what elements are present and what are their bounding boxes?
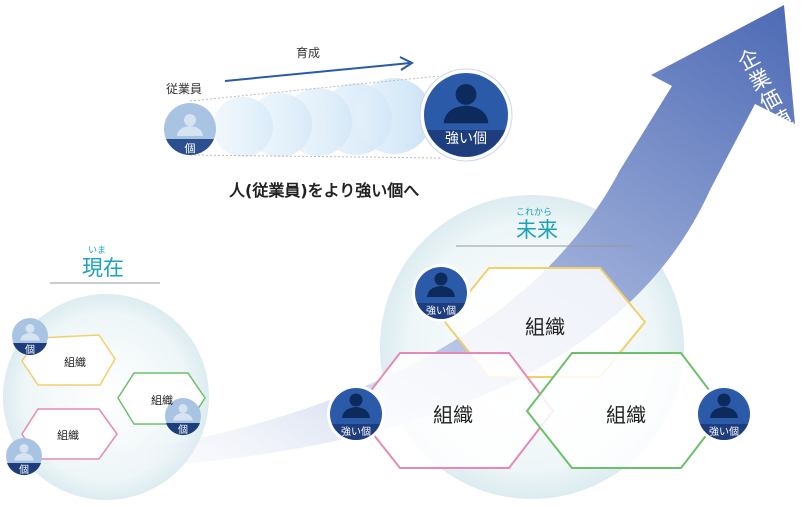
future-org-label-yellow: 組織 xyxy=(525,315,565,339)
now-org-label-1: 組織 xyxy=(64,356,86,369)
now-org-hex-1 xyxy=(21,334,116,386)
now-badge-label-3: 個 xyxy=(19,465,29,476)
now-org-hex-3 xyxy=(21,408,118,460)
future-title: 未来 xyxy=(516,218,558,242)
strong-individual-badge xyxy=(419,68,513,162)
now-org-label-3: 組織 xyxy=(57,429,79,442)
future-badge-3 xyxy=(695,385,753,443)
now-ruby: いま xyxy=(88,246,107,256)
now-badge-label-2: 個 xyxy=(178,425,188,436)
future-badge-1 xyxy=(412,264,470,322)
now-title: 現在 xyxy=(82,256,124,280)
employee-badge xyxy=(164,103,216,156)
future-badge-label-2: 強い個 xyxy=(341,427,371,438)
growth-caption: 人(従業員)をより強い個へ xyxy=(229,181,420,200)
future-org-label-pink: 組織 xyxy=(433,403,473,427)
future-badge-label-3: 強い個 xyxy=(709,427,739,438)
strong-individual-label: 強い個 xyxy=(445,131,487,147)
ikusei-label: 育成 xyxy=(296,46,321,60)
now-badge-2 xyxy=(165,398,201,436)
now-badge-label-1: 個 xyxy=(25,345,35,356)
now-badge-1 xyxy=(12,318,48,356)
future-org-label-green: 組織 xyxy=(606,403,646,427)
future-badge-label-1: 強い個 xyxy=(426,306,456,317)
now-badge-3 xyxy=(6,438,42,476)
now-org-label-2: 組織 xyxy=(151,394,173,407)
future-org-hex-green xyxy=(525,352,727,469)
future-badge-2 xyxy=(327,385,385,443)
future-ruby: これから xyxy=(516,208,553,218)
growth-trail xyxy=(213,78,432,157)
employee-label: 従業員 xyxy=(166,82,203,96)
ikusei-arrow xyxy=(224,62,411,82)
employee-badge-label: 個 xyxy=(184,142,196,155)
